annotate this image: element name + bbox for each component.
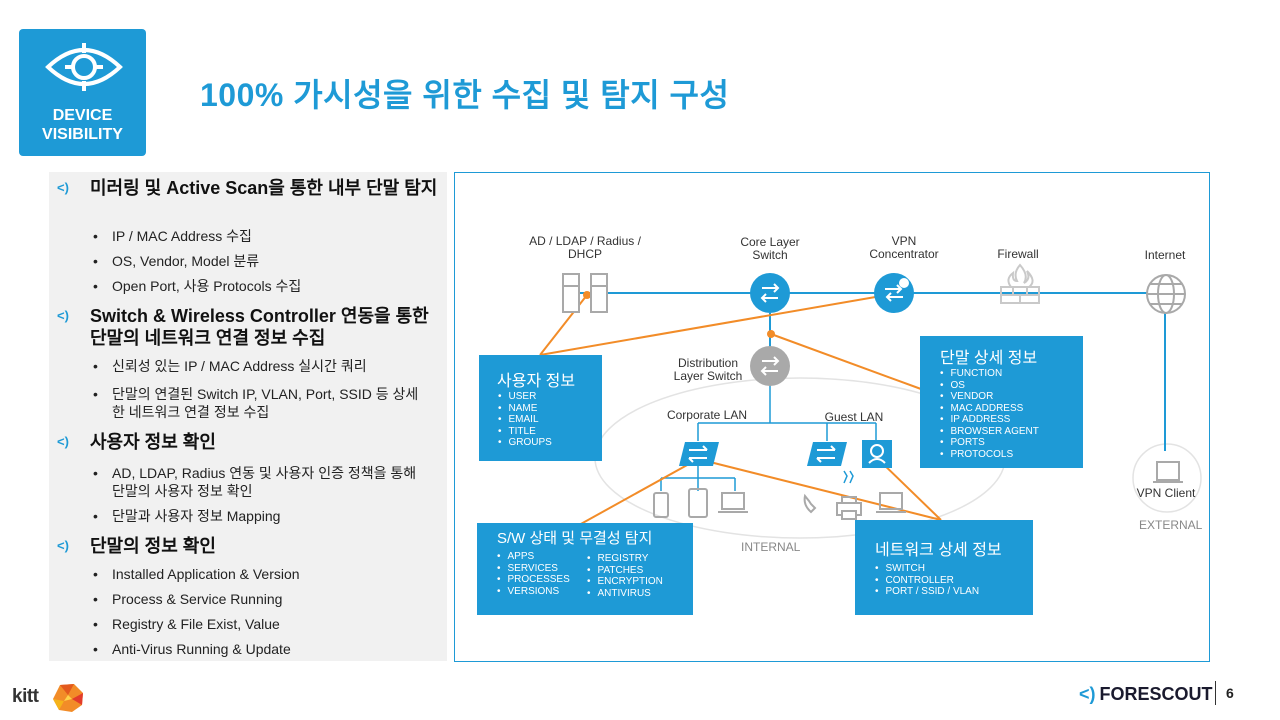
user-info-list: USER NAME EMAIL TITLE GROUPS [498, 391, 552, 449]
voip-phone-icon [803, 493, 817, 514]
wireless-controller-icon [862, 440, 892, 468]
user-info-box: 사용자 정보 USER NAME EMAIL TITLE GROUPS [479, 355, 602, 461]
list-item: •AD, LDAP, Radius 연동 및 사용자 인증 정책을 통해 단말의… [93, 465, 417, 499]
page-number: 6 [1226, 685, 1234, 701]
distribution-switch-icon [750, 346, 790, 386]
list-item: •Installed Application & Version [93, 566, 300, 582]
ad-ldap-label: AD / LDAP / Radius / DHCP [529, 234, 641, 261]
server-icon [562, 273, 608, 313]
badge-label: DEVICE VISIBILITY [42, 107, 123, 143]
list-item: •IP / MAC Address 수집 [93, 228, 252, 244]
box-title: 네트워크 상세 정보 [875, 542, 1002, 559]
list-item: •단말의 연결된 Switch IP, VLAN, Port, SSID 등 상… [93, 386, 419, 420]
external-zone-label: EXTERNAL [1139, 518, 1203, 532]
chevron-icon: <) [57, 434, 69, 449]
guest-lan-label: Guest LAN [824, 410, 884, 424]
section-heading: <)사용자 정보 확인 [57, 432, 216, 452]
vpn-client-laptop-icon [1153, 461, 1183, 483]
tablet-icon [688, 488, 708, 518]
firewall-label: Firewall [997, 247, 1039, 261]
sw-status-box: S/W 상태 및 무결성 탐지 APPS SERVICES PROCESSES … [477, 523, 693, 615]
globe-icon [1146, 274, 1186, 314]
forescout-logo: <)FORESCOUT [1079, 684, 1213, 704]
distribution-switch-label: Distribution Layer Switch [673, 356, 743, 383]
network-detail-list: SWITCH CONTROLLER PORT / SSID / VLAN [875, 563, 980, 598]
printer-icon [836, 496, 862, 520]
box-title: S/W 상태 및 무결성 탐지 [497, 530, 653, 547]
sw-status-list-right: REGISTRY PATCHES ENCRYPTION ANTIVIRUS [587, 553, 663, 599]
kitt-logo: kitt [12, 683, 92, 713]
section-heading: <)단말의 정보 확인 [57, 536, 216, 556]
vpn-concentrator-icon [874, 273, 914, 313]
box-title: 단말 상세 정보 [940, 350, 1038, 367]
guest-switch-icon [807, 442, 847, 466]
footer-divider [1215, 681, 1216, 705]
external-zone-outline [1132, 443, 1202, 513]
firewall-icon [1000, 263, 1040, 304]
page-title: 100% 가시성을 위한 수집 및 탐지 구성 [200, 77, 730, 113]
core-switch-label: Core Layer Switch [740, 235, 800, 262]
vpn-concentrator-label: VPN Concentrator [869, 234, 939, 261]
list-item: •Anti-Virus Running & Update [93, 641, 291, 657]
corporate-switch-icon [679, 442, 719, 466]
list-item: •Open Port, 사용 Protocols 수집 [93, 278, 302, 294]
section-heading: <)Switch & Wireless Controller 연동을 통한 단말… [57, 306, 429, 348]
device-detail-list: FUNCTION OS VENDOR MAC ADDRESS IP ADDRES… [940, 368, 1039, 460]
network-detail-box: 네트워크 상세 정보 SWITCH CONTROLLER PORT / SSID… [855, 520, 1033, 615]
list-item: •Process & Service Running [93, 591, 283, 607]
chevron-icon: <) [57, 308, 69, 323]
list-item: •OS, Vendor, Model 분류 [93, 253, 260, 269]
section-heading: <)미러링 및 Active Scan을 통한 내부 단말 탐지 [57, 178, 438, 198]
network-diagram: AD / LDAP / Radius / DHCP Core Layer Swi… [454, 172, 1210, 662]
sw-status-list-left: APPS SERVICES PROCESSES VERSIONS [497, 551, 570, 597]
internet-label: Internet [1144, 248, 1186, 262]
chevron-icon: <) [57, 538, 69, 553]
laptop-icon [718, 492, 748, 513]
list-item: •Registry & File Exist, Value [93, 616, 280, 632]
phone-icon [653, 492, 669, 518]
chevron-icon: <) [57, 180, 69, 195]
corporate-lan-label: Corporate LAN [666, 408, 748, 422]
wifi-signal-icon [843, 470, 854, 484]
laptop-icon [876, 492, 906, 513]
kitt-mosaic-icon [53, 684, 83, 712]
eye-target-icon [45, 43, 123, 91]
box-title: 사용자 정보 [497, 373, 576, 390]
list-item: •단말과 사용자 정보 Mapping [93, 508, 281, 524]
internal-zone-label: INTERNAL [741, 540, 801, 554]
device-detail-box: 단말 상세 정보 FUNCTION OS VENDOR MAC ADDRESS … [920, 336, 1083, 468]
list-item: •신뢰성 있는 IP / MAC Address 실시간 쿼리 [93, 358, 367, 374]
feature-list-panel: <)미러링 및 Active Scan을 통한 내부 단말 탐지 •IP / M… [49, 172, 447, 661]
vpn-client-label: VPN Client [1136, 486, 1196, 500]
core-switch-icon [750, 273, 790, 313]
device-visibility-badge: DEVICE VISIBILITY [19, 29, 146, 156]
